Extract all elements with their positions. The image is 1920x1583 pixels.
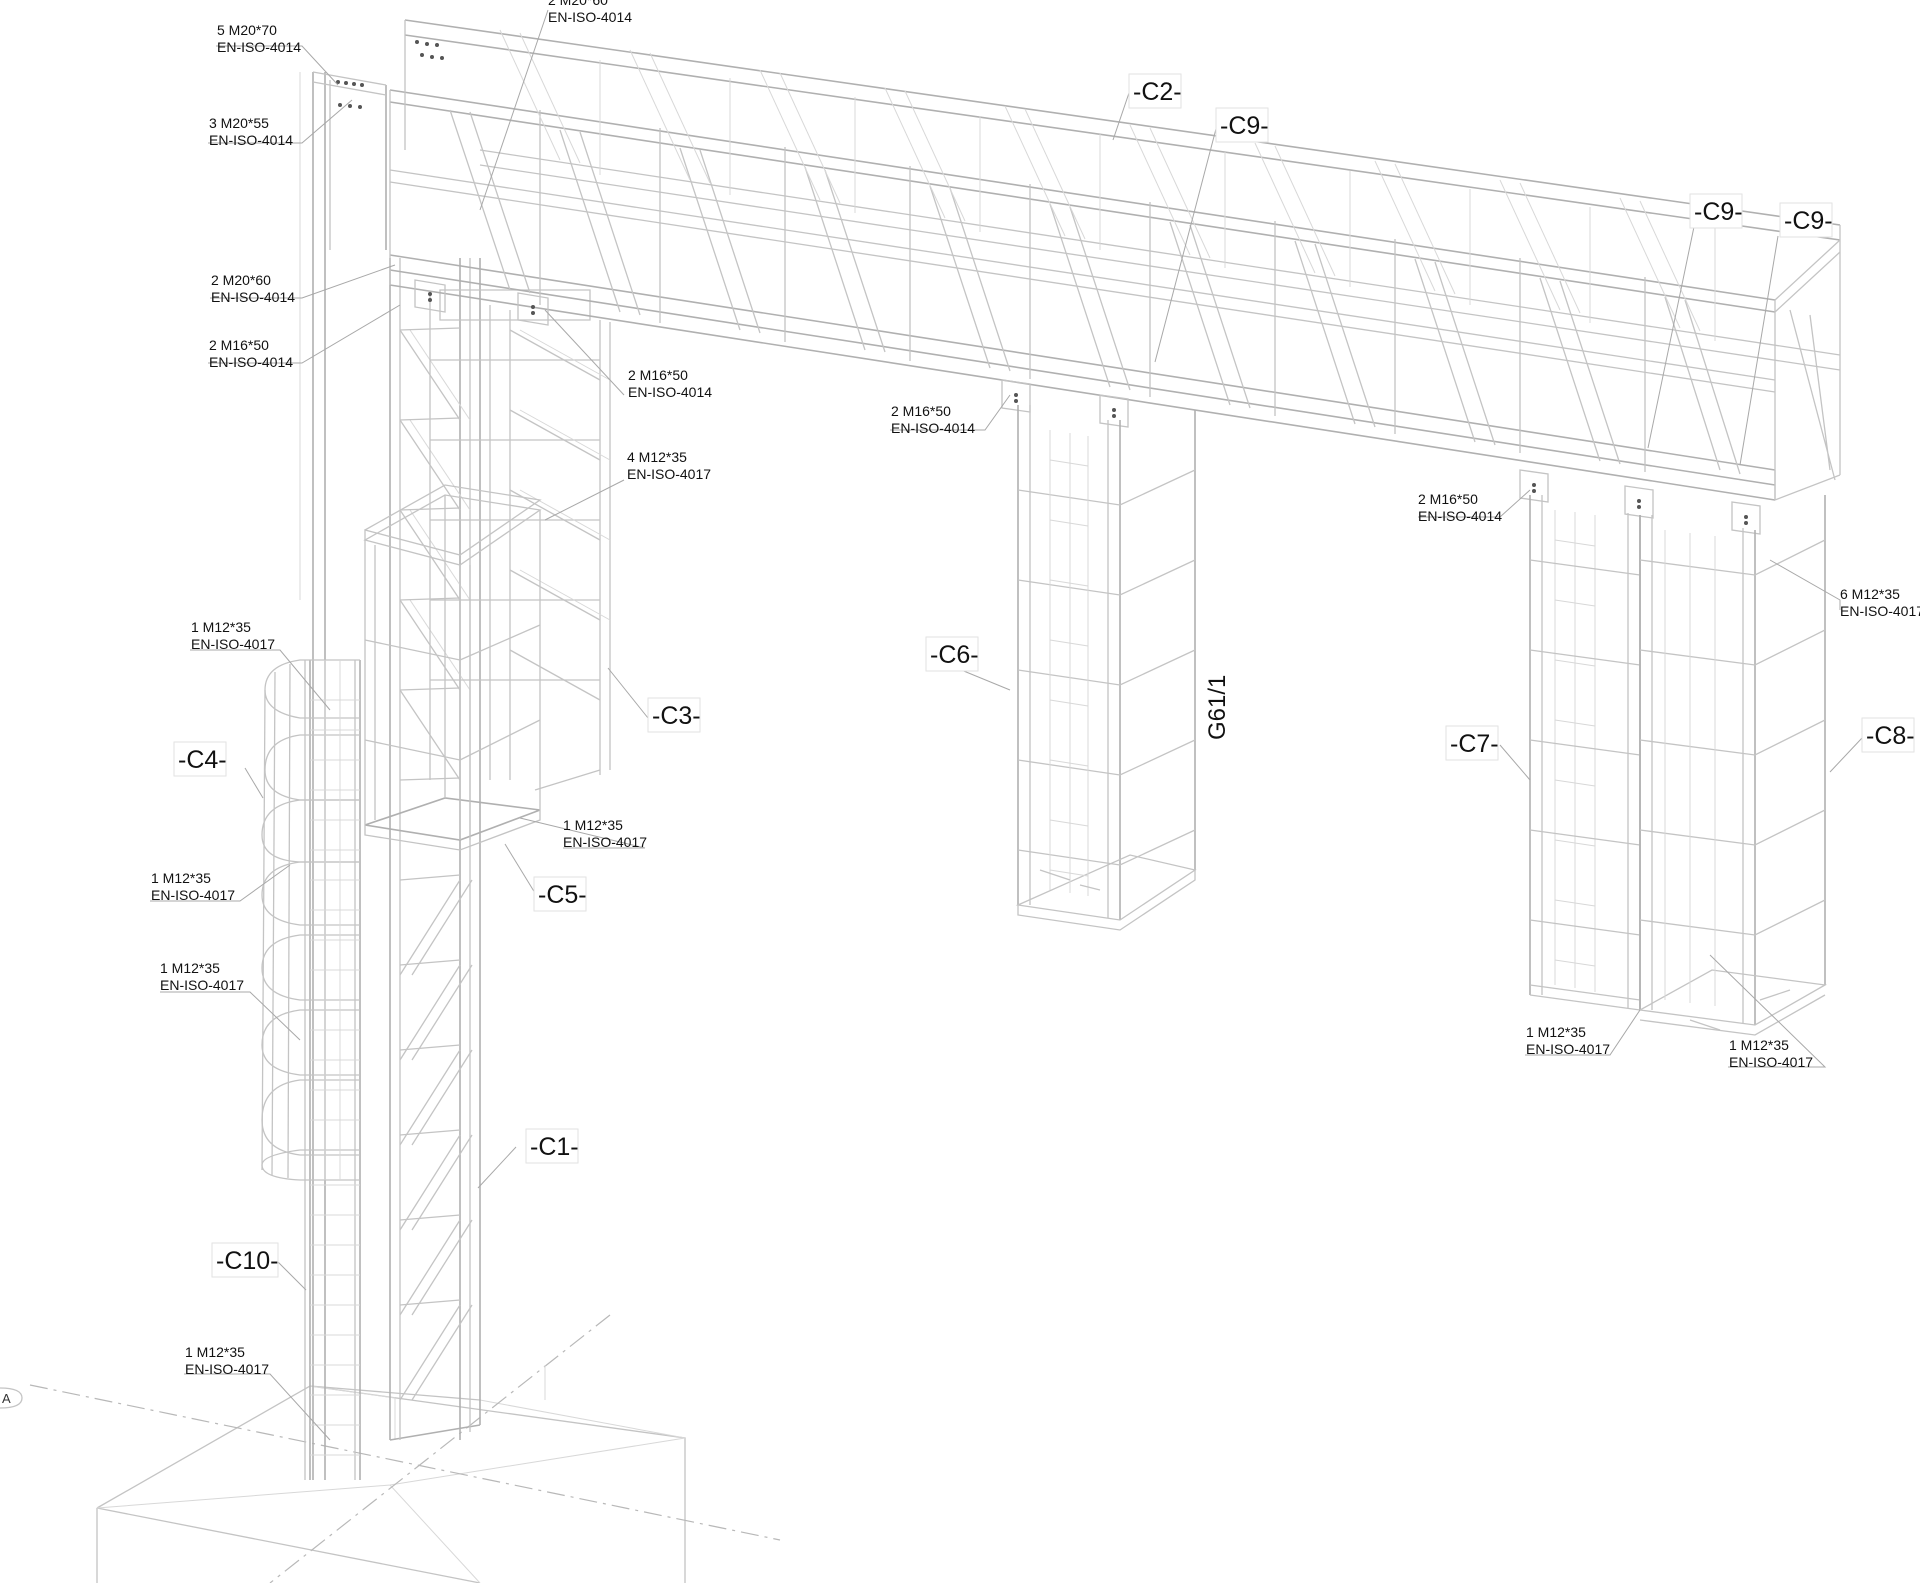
part-tag-label: -C9- <box>1784 207 1833 235</box>
part-tag: -C8- <box>1861 717 1915 753</box>
bolt-callout-std: EN-ISO-4017 <box>1840 603 1920 619</box>
bolt-callout-qty: 1 M12*35 <box>160 960 220 976</box>
bolt-callout-qty: 2 M16*50 <box>209 337 269 353</box>
part-tag-label: -C3- <box>652 702 701 730</box>
part-tag-label: -C2- <box>1133 78 1182 106</box>
bolt-callout-std: EN-ISO-4017 <box>563 834 647 850</box>
bolt-callout-qty: 1 M12*35 <box>1526 1024 1586 1040</box>
part-tag-label: -C6- <box>930 641 979 669</box>
drawing-id: G61/1 <box>1204 675 1231 740</box>
part-tag: -C7- <box>1445 725 1499 761</box>
grid-marker-label: A <box>2 1391 11 1406</box>
part-tag-label: -C4- <box>178 746 227 774</box>
part-tag: -C9- <box>1215 107 1269 143</box>
platform-c5 <box>363 484 542 851</box>
grid-marker: A <box>0 1387 23 1409</box>
bolt-callout-std: EN-ISO-4017 <box>1526 1041 1610 1057</box>
part-tag-label: -C10- <box>216 1247 279 1275</box>
part-tag-label: -C9- <box>1694 198 1743 226</box>
bolt-callout-std: EN-ISO-4017 <box>627 466 711 482</box>
bolt-callout-qty: 2 M20*60 <box>548 0 608 8</box>
bolt-callout-std: EN-ISO-4017 <box>191 636 275 652</box>
drawing-id-group: G61/1 <box>1204 675 1231 740</box>
column-c8 <box>1637 495 1827 1036</box>
bolt-callout-std: EN-ISO-4017 <box>1729 1054 1813 1070</box>
part-tag: -C4- <box>173 741 227 777</box>
bolt-callout-std: EN-ISO-4014 <box>209 354 293 370</box>
caged-ladder <box>261 659 361 1480</box>
bolt-callout-std: EN-ISO-4014 <box>1418 508 1502 524</box>
bolt-callout-std: EN-ISO-4014 <box>628 384 712 400</box>
part-tag: -C9- <box>1689 193 1743 229</box>
bolt-callout-std: EN-ISO-4014 <box>548 9 632 25</box>
bolt-callout-std: EN-ISO-4017 <box>151 887 235 903</box>
top-truss-c2 <box>336 19 1841 501</box>
bolt-callout-std: EN-ISO-4014 <box>891 420 975 436</box>
bolt-callout-qty: 2 M16*50 <box>628 367 688 383</box>
bolt-callout-std: EN-ISO-4014 <box>217 39 301 55</box>
part-tag: -C9- <box>1779 202 1833 238</box>
bolt-callout-qty: 5 M20*70 <box>217 22 277 38</box>
part-tag: -C10- <box>211 1242 279 1278</box>
part-tag: -C3- <box>647 697 701 733</box>
part-tags: -C2- -C9- -C9- -C9- -C3- -C4- -C5- -C6- … <box>173 73 1915 1278</box>
connection-plates <box>414 279 1761 535</box>
bolt-callout-qty: 3 M20*55 <box>209 115 269 131</box>
part-tag-label: -C8- <box>1866 722 1915 750</box>
bolt-callout-qty: 1 M12*35 <box>563 817 623 833</box>
bolt-callout-qty: 2 M20*60 <box>211 272 271 288</box>
bolt-callout-std: EN-ISO-4014 <box>209 132 293 148</box>
part-tag-label: -C9- <box>1220 112 1269 140</box>
bolt-callout-qty: 1 M12*35 <box>185 1344 245 1360</box>
bolt-callout-qty: 2 M16*50 <box>1418 491 1478 507</box>
bolt-callout-qty: 1 M12*35 <box>1729 1037 1789 1053</box>
leader-lines <box>150 9 1863 1441</box>
bolt-callout-std: EN-ISO-4014 <box>211 289 295 305</box>
tower-c1 <box>389 258 611 1441</box>
part-tag: -C6- <box>925 636 979 672</box>
part-tag-label: -C5- <box>538 881 587 909</box>
bolt-callout-qty: 6 M12*35 <box>1840 586 1900 602</box>
bolt-callout-qty: 1 M12*35 <box>151 870 211 886</box>
bolt-callout-std: EN-ISO-4017 <box>160 977 244 993</box>
column-c7 <box>1529 495 1641 1011</box>
part-tag-label: -C1- <box>530 1133 579 1161</box>
foundation-block <box>29 1314 781 1583</box>
part-tag: -C2- <box>1128 73 1182 109</box>
bolt-callout-qty: 2 M16*50 <box>891 403 951 419</box>
bolt-callout-qty: 4 M12*35 <box>627 449 687 465</box>
bolt-callout-qty: 1 M12*35 <box>191 619 251 635</box>
part-tag: -C1- <box>525 1128 579 1164</box>
part-tag: -C5- <box>533 876 587 912</box>
part-tag-label: -C7- <box>1450 730 1499 758</box>
bolt-callout-std: EN-ISO-4017 <box>185 1361 269 1377</box>
column-c6 <box>1015 405 1197 931</box>
